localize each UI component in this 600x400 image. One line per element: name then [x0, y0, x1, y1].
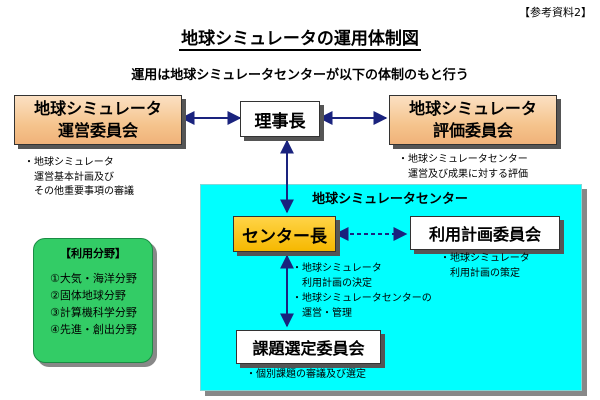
operations-committee-line2: 運営委員会	[57, 121, 138, 140]
usage-field-item: ④先進・創出分野	[50, 323, 137, 337]
usage-fields-box: 【利用分野】 ①大気・海洋分野 ②固体地球分野 ③計算機科学分野 ④先進・創出分…	[33, 238, 153, 363]
selection-committee-box: 課題選定委員会	[236, 330, 381, 364]
note-director-1: ・地球シミュレータ 利用計画の決定	[292, 263, 382, 289]
evaluation-committee-box: 地球シミュレータ 評価委員会	[389, 95, 557, 145]
center-director-box: センター長	[233, 216, 336, 252]
note-director-2: ・地球シミュレータセンターの 運営・管理	[292, 293, 432, 319]
note-operations: ・地球シミュレータ 運営基本計画及び その他重要事項の審議	[24, 157, 134, 197]
evaluation-committee-line2: 評価委員会	[432, 121, 513, 140]
center-director-label: センター長	[242, 226, 327, 247]
note-selection: ・個別課題の審議及び選定	[246, 369, 366, 380]
usage-committee-box: 利用計画委員会	[410, 216, 560, 250]
diagram-subtitle: 運用は地球シミュレータセンターが以下の体制のもと行う	[131, 68, 469, 83]
usage-field-item: ②固体地球分野	[50, 289, 126, 303]
reference-label: 【参考資料2】	[519, 6, 592, 19]
usage-committee-label: 利用計画委員会	[428, 225, 541, 244]
usage-fields-title: 【利用分野】	[60, 247, 126, 260]
evaluation-committee-line1: 地球シミュレータ	[409, 99, 537, 119]
operations-committee-box: 地球シミュレータ 運営委員会	[14, 95, 182, 145]
chairman-box: 理事長	[240, 101, 320, 137]
center-label: 地球シミュレータセンター	[312, 192, 468, 207]
note-evaluation: ・地球シミュレータセンター 運営及び成果に対する評価	[398, 154, 528, 180]
diagram-title: 地球シミュレータの運用体制図	[0, 24, 600, 51]
selection-committee-label: 課題選定委員会	[252, 339, 365, 358]
usage-field-item: ③計算機科学分野	[50, 306, 137, 320]
operations-committee-line1: 地球シミュレータ	[34, 99, 162, 119]
usage-field-item: ①大気・海洋分野	[50, 272, 137, 286]
chairman-label: 理事長	[254, 111, 306, 132]
note-usage: ・地球シミュレータ 利用計画の策定	[440, 253, 530, 279]
diagram-title-text: 地球シミュレータの運用体制図	[179, 29, 421, 51]
